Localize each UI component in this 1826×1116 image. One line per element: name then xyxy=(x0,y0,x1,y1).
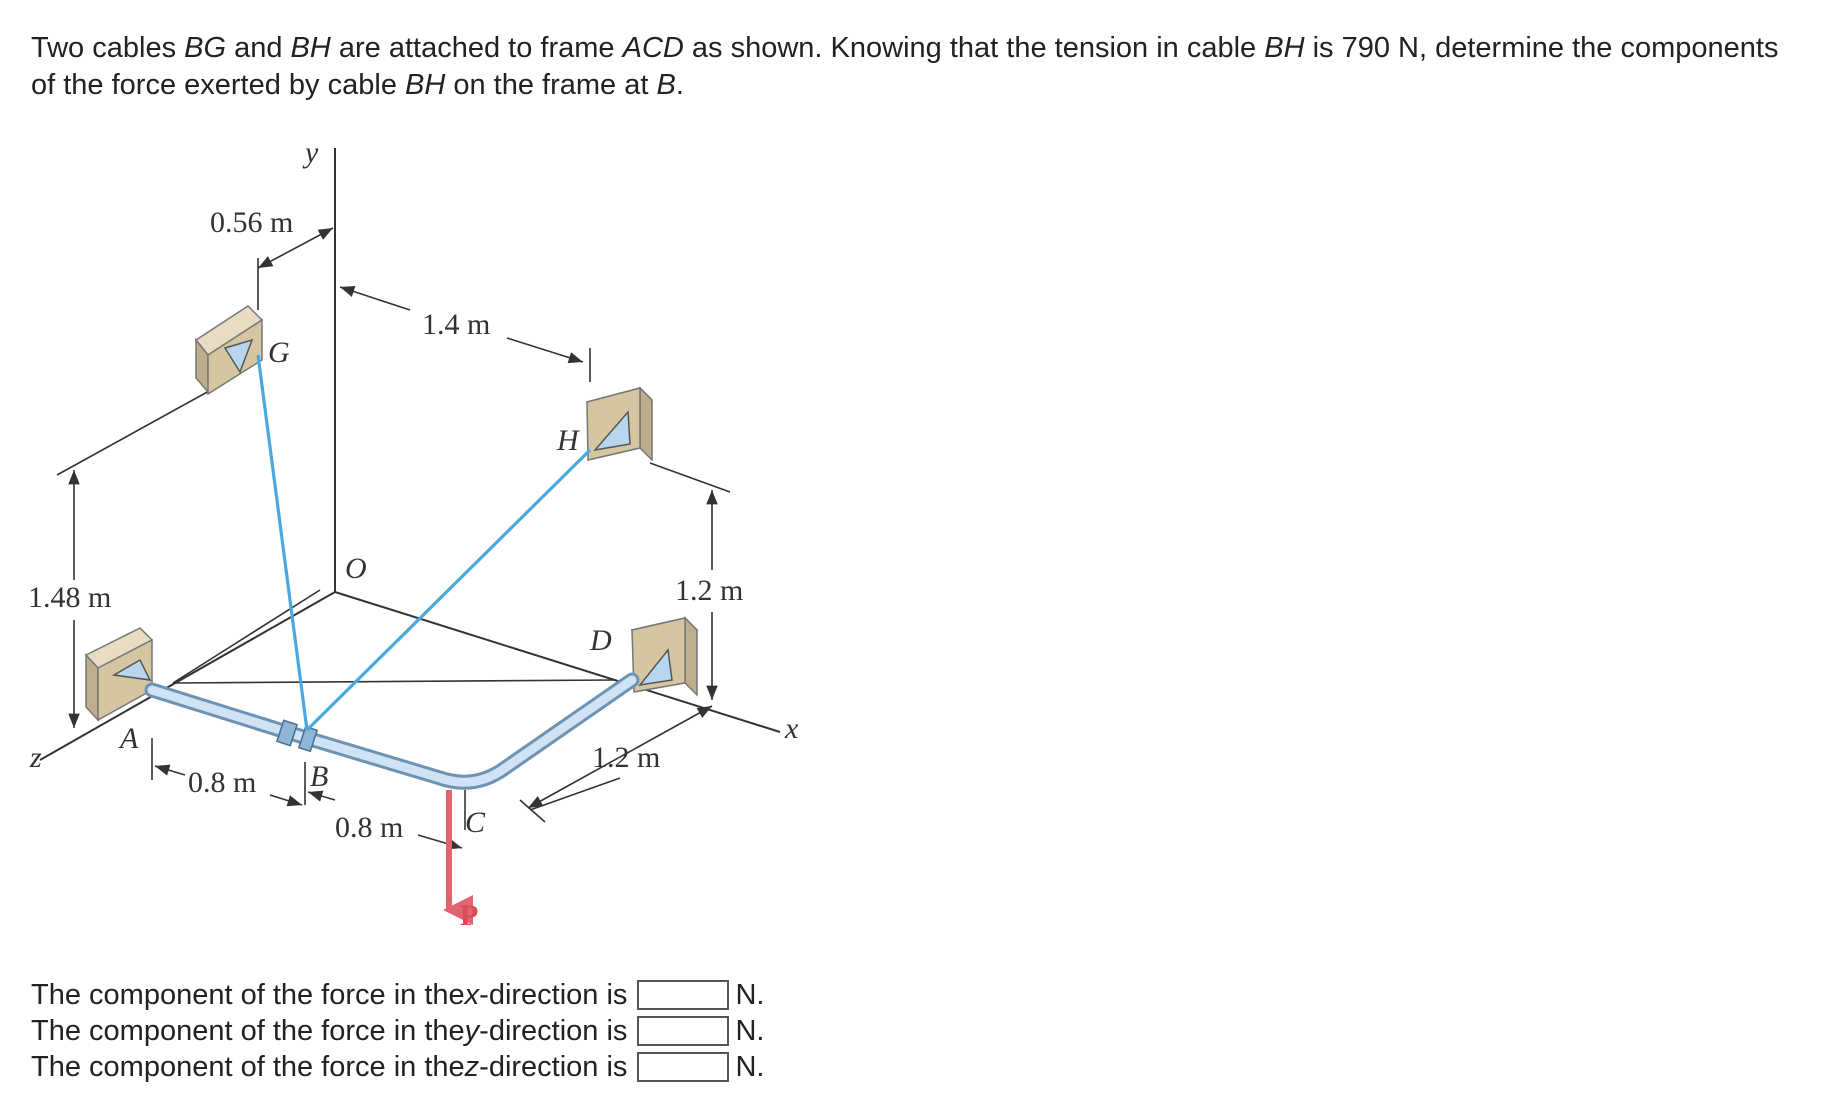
cables xyxy=(256,354,592,732)
problem-statement: Two cables BG and BH are attached to fra… xyxy=(31,30,1791,104)
bracket-d xyxy=(630,616,699,697)
answer-row-y: The component of the force in the y-dire… xyxy=(31,1013,764,1049)
dim-0-8m-ab: 0.8 m xyxy=(188,766,256,799)
collar-b2 xyxy=(297,725,319,753)
dim-1-2m-horizontal: 1.2 m xyxy=(592,741,660,774)
dim-1-4m: 1.4 m xyxy=(422,308,490,341)
answer-prompt: The component of the force in the xyxy=(31,1015,465,1047)
problem-text: Two cables xyxy=(31,32,185,64)
problem-text: on the frame at xyxy=(445,69,657,101)
frame-acd xyxy=(144,672,640,790)
fz-answer-field[interactable] xyxy=(637,1052,730,1082)
dimension-lines xyxy=(56,227,731,850)
point-c-label: C xyxy=(465,806,486,839)
frame-label: ACD xyxy=(622,32,684,64)
bracket-a xyxy=(84,627,154,722)
point-o-label: O xyxy=(345,552,367,585)
answer-row-x: The component of the force in the x-dire… xyxy=(31,977,764,1013)
cable-bh-label: BH xyxy=(405,69,446,101)
fy-answer-field[interactable] xyxy=(637,1016,730,1046)
y-axis-label: y xyxy=(302,136,319,169)
dim-1-48m: 1.48 m xyxy=(28,581,111,614)
point-d-label: D xyxy=(589,624,612,657)
answer-prompt: -direction is xyxy=(479,1015,628,1047)
point-h-label: H xyxy=(556,424,581,457)
z-axis-line xyxy=(39,591,336,761)
problem-text: . xyxy=(675,69,684,101)
frame-diagram: y x z O G H D A B C P 0.56 m 1.4 m 1.48 … xyxy=(28,136,799,932)
bracket-h xyxy=(585,386,654,462)
cable-bh xyxy=(305,448,592,732)
problem-text: are attached to frame xyxy=(330,32,623,64)
axis-label: z xyxy=(464,1051,480,1083)
cable-bh-label: BH xyxy=(290,32,331,64)
cable-bg xyxy=(256,354,309,731)
problem-text: and xyxy=(226,32,291,64)
force-p-label: P xyxy=(460,899,478,932)
axis-label: y xyxy=(464,1015,480,1047)
answer-prompt: -direction is xyxy=(479,979,628,1011)
unit-label: N. xyxy=(735,979,765,1011)
dim-0-8m-bc: 0.8 m xyxy=(335,811,403,844)
bracket-g xyxy=(194,305,264,396)
unit-label: N. xyxy=(735,1015,765,1047)
unit-label: N. xyxy=(735,1051,765,1083)
point-b-label: B xyxy=(310,760,328,793)
answer-section: The component of the force in the x-dire… xyxy=(31,977,764,1085)
answer-prompt: -direction is xyxy=(479,1051,628,1083)
x-axis-line xyxy=(334,591,781,733)
axis-label: x xyxy=(464,979,480,1011)
collar-b xyxy=(275,719,299,747)
cable-bh-label: BH xyxy=(1264,32,1305,64)
answer-prompt: The component of the force in the xyxy=(31,1051,465,1083)
fx-answer-field[interactable] xyxy=(637,980,730,1010)
answer-prompt: The component of the force in the xyxy=(31,979,465,1011)
dim-0-56m: 0.56 m xyxy=(210,206,293,239)
z-axis-label: z xyxy=(29,741,42,774)
answer-row-z: The component of the force in the z-dire… xyxy=(31,1049,764,1085)
problem-text: is 790 N, determine the components of th… xyxy=(31,32,1779,101)
dim-1-2m-vertical: 1.2 m xyxy=(675,574,743,607)
cable-bg-label: BG xyxy=(184,32,227,64)
problem-text: as shown. Knowing that the tension in ca… xyxy=(683,32,1265,64)
x-axis-label: x xyxy=(784,712,799,745)
point-g-label: G xyxy=(268,336,290,369)
point-b-label: B xyxy=(656,69,676,101)
point-a-label: A xyxy=(118,722,139,755)
